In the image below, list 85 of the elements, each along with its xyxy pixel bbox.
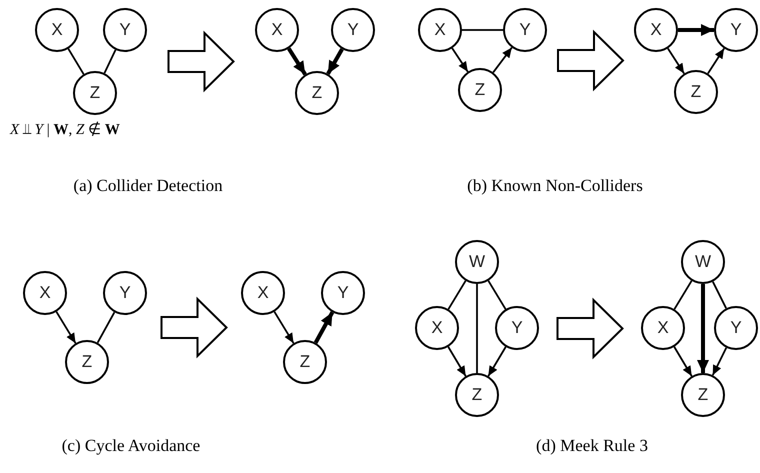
block-arrow xyxy=(556,298,624,360)
variable-node xyxy=(255,8,299,52)
directed-arrow xyxy=(314,311,334,344)
node-label: Z xyxy=(300,352,310,372)
node-label: Y xyxy=(730,20,742,40)
directed-arrow xyxy=(492,47,513,73)
node-label: Z xyxy=(698,385,708,405)
undirected-edge xyxy=(68,48,84,75)
variable-node xyxy=(23,271,67,315)
variable-node xyxy=(714,8,758,52)
node-label: Z xyxy=(312,83,322,103)
directed-arrow xyxy=(674,346,692,377)
directed-arrow xyxy=(678,24,714,36)
node-label: Z xyxy=(474,80,486,100)
directed-arrow xyxy=(56,311,76,344)
directed-arrow xyxy=(448,346,466,377)
node-label: W xyxy=(468,252,486,272)
variable-node xyxy=(503,8,547,52)
node-label: X xyxy=(650,20,662,40)
variable-node xyxy=(103,271,147,315)
undirected-edge xyxy=(488,280,506,310)
variable-node xyxy=(415,306,459,350)
directed-arrow xyxy=(274,311,294,344)
node-label: X xyxy=(39,283,51,303)
caption: (a) Collider Detection xyxy=(73,176,223,196)
variable-node xyxy=(495,306,539,350)
variable-node xyxy=(283,340,327,384)
node-label: Z xyxy=(472,385,482,405)
variable-node xyxy=(455,240,499,284)
formula: X ⫫ Y | W, Z ∉ W xyxy=(10,120,120,139)
variable-node xyxy=(321,271,365,315)
directed-arrow xyxy=(697,284,709,373)
node-label: Y xyxy=(119,20,131,40)
node-label: W xyxy=(694,252,712,272)
variable-node xyxy=(331,8,375,52)
variable-node xyxy=(681,373,725,417)
variable-node xyxy=(65,340,109,384)
variable-node xyxy=(103,8,147,52)
node-label: X xyxy=(51,20,63,40)
variable-node xyxy=(35,8,79,52)
variable-node xyxy=(681,240,725,284)
caption: (d) Meek Rule 3 xyxy=(536,436,648,456)
undirected-edge xyxy=(476,284,478,373)
variable-node xyxy=(241,271,285,315)
variable-node xyxy=(73,71,117,115)
undirected-edge xyxy=(96,312,116,344)
caption: (c) Cycle Avoidance xyxy=(62,436,200,456)
node-label: Z xyxy=(90,83,100,103)
block-arrow xyxy=(557,30,624,92)
node-label: Y xyxy=(337,283,349,303)
variable-node xyxy=(641,306,685,350)
node-label: X xyxy=(271,20,283,40)
variable-node xyxy=(455,373,499,417)
node-label: Y xyxy=(730,318,742,338)
variable-node xyxy=(714,306,758,350)
directed-arrow xyxy=(488,346,506,377)
variable-node xyxy=(634,8,678,52)
undirected-edge xyxy=(448,280,466,310)
directed-arrow xyxy=(451,48,469,72)
variable-node xyxy=(418,8,462,52)
node-label: X xyxy=(257,283,269,303)
undirected-edge xyxy=(462,29,503,31)
directed-arrow xyxy=(326,48,344,75)
node-label: Y xyxy=(519,20,531,40)
node-label: Y xyxy=(511,318,523,338)
node-label: Z xyxy=(82,352,92,372)
node-label: X xyxy=(431,318,443,338)
node-label: X xyxy=(434,20,446,40)
block-arrow xyxy=(168,30,235,92)
node-label: Y xyxy=(119,283,131,303)
undirected-edge xyxy=(104,49,116,74)
node-label: X xyxy=(657,318,669,338)
caption: (b) Known Non-Colliders xyxy=(467,176,643,196)
undirected-edge xyxy=(712,281,727,309)
directed-arrow xyxy=(707,48,725,74)
directed-arrow xyxy=(667,48,685,74)
directed-arrow xyxy=(712,347,728,376)
variable-node xyxy=(674,70,718,114)
variable-node xyxy=(295,71,339,115)
variable-node xyxy=(458,68,502,112)
node-label: Y xyxy=(347,20,359,40)
block-arrow xyxy=(160,296,228,358)
directed-arrow xyxy=(287,48,307,76)
undirected-edge xyxy=(674,280,692,310)
node-label: Z xyxy=(690,82,702,102)
